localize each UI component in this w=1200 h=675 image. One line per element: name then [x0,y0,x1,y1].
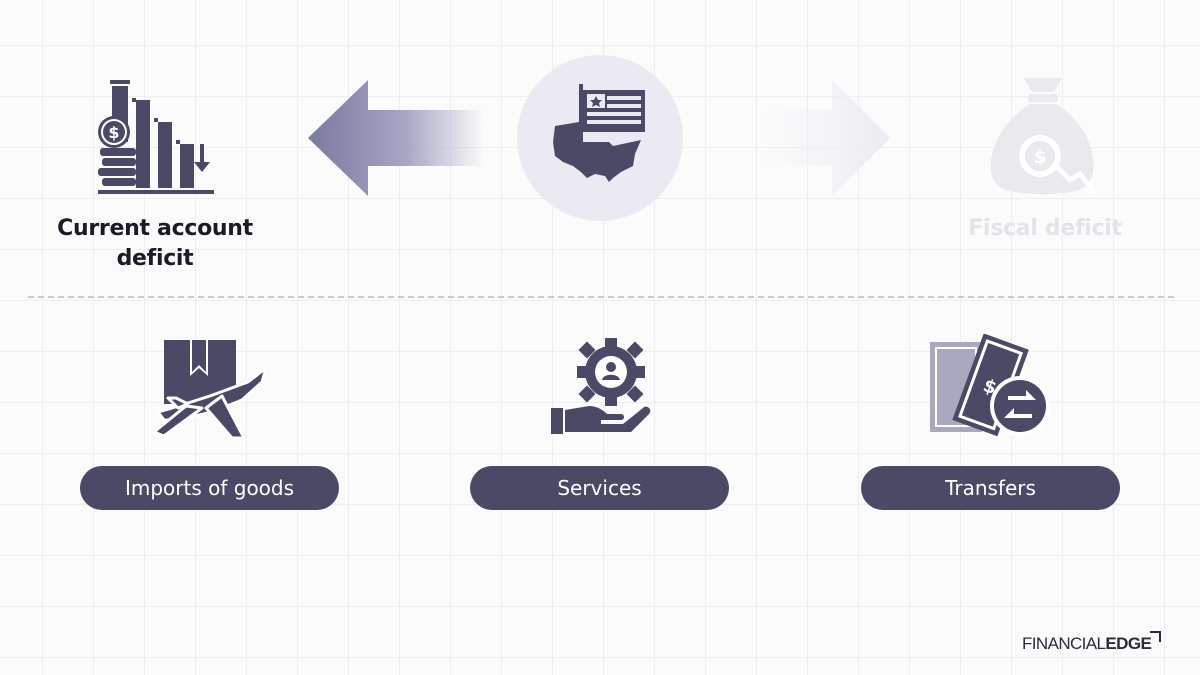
usa-map-flag-icon [549,82,653,188]
cash-exchange-icon: $ [928,334,1052,438]
logo-corner-mark [1150,631,1161,642]
logo-text-edge: EDGE [1105,634,1152,653]
services-pill: Services [470,466,729,510]
country-circle [517,55,683,221]
logo-text-financial: FINANCIAL [1022,634,1106,653]
svg-text:$: $ [108,123,119,142]
transfers-pill: Transfers [861,466,1120,510]
fiscal-deficit-heading: Fiscal deficit [968,216,1122,241]
svg-text:$: $ [1034,147,1047,168]
money-bag-decline-icon: $ [984,76,1104,198]
imports-of-goods-pill: Imports of goods [80,466,339,510]
gear-person-hand-icon [549,336,651,436]
right-arrow [760,80,890,196]
box-airplane-icon [152,338,268,438]
section-divider [28,296,1174,298]
declining-bars-coins-icon: $ [92,78,218,196]
current-account-deficit-heading: Current account deficit [57,216,253,271]
financial-edge-logo: FINANCIALEDGE [1022,634,1152,654]
left-arrow [308,80,484,196]
